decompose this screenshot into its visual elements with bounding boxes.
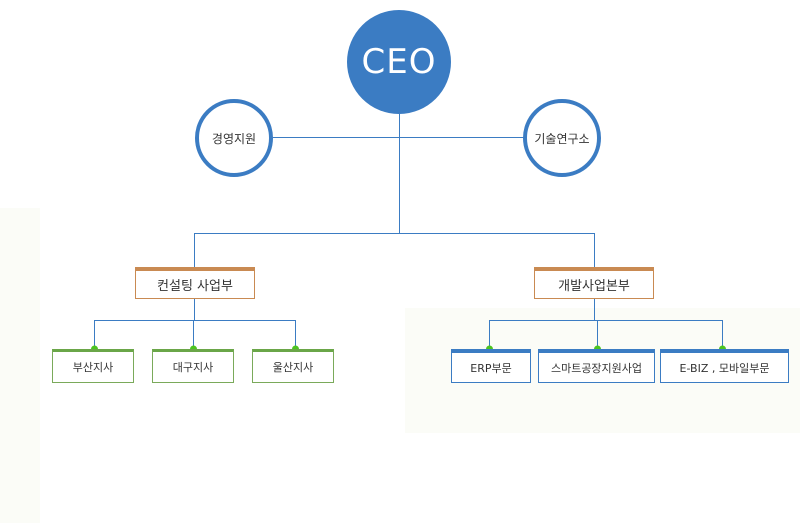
research-institute-node: 기술연구소	[523, 99, 601, 177]
background-tint	[0, 208, 40, 523]
ebiz-mobile-department-node: E-BIZ , 모바일부문	[660, 349, 789, 383]
erp-department-node: ERP부문	[451, 349, 531, 383]
busan-branch-node: 부산지사	[52, 349, 134, 383]
smart-factory-department-node: 스마트공장지원사업	[538, 349, 655, 383]
daegu-branch-node: 대구지사	[152, 349, 234, 383]
consulting-division-node: 컨설팅 사업부	[135, 267, 255, 299]
development-division-node: 개발사업본부	[534, 267, 654, 299]
ceo-node: CEO	[347, 10, 451, 114]
ulsan-branch-node: 울산지사	[252, 349, 334, 383]
management-support-node: 경영지원	[195, 99, 273, 177]
